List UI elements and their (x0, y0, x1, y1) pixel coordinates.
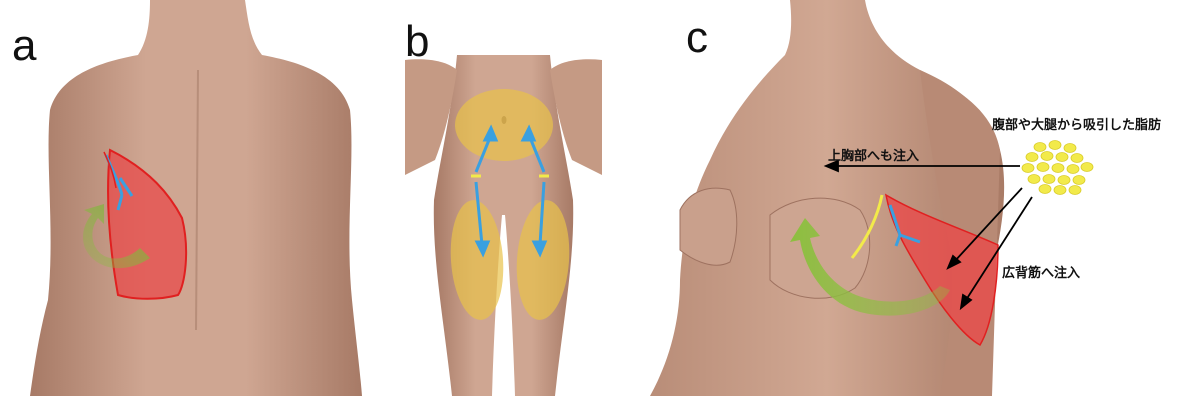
latissimus-injection-label: 広背筋へ注入 (1002, 262, 1080, 281)
panel-c: c 腹部や大腿から吸引した脂肪 上胸部へも注入 広背筋へ注入 (620, 0, 1181, 396)
upper-chest-injection-label: 上胸部へも注入 (828, 145, 919, 164)
back-body (30, 0, 362, 396)
panel-label-c: c (686, 16, 708, 60)
panel-label-b: b (405, 20, 429, 64)
back-figure (0, 0, 395, 396)
panel-label-a: a (12, 24, 36, 68)
fat-globules (1022, 141, 1093, 195)
left-breast (680, 188, 737, 265)
abdomen-fat-zone (455, 89, 553, 161)
panel-a: a (0, 0, 395, 396)
fat-source-label: 腹部や大腿から吸引した脂肪 (992, 114, 1161, 133)
front-lower-body-figure (405, 0, 602, 396)
panel-b: b (405, 0, 602, 396)
